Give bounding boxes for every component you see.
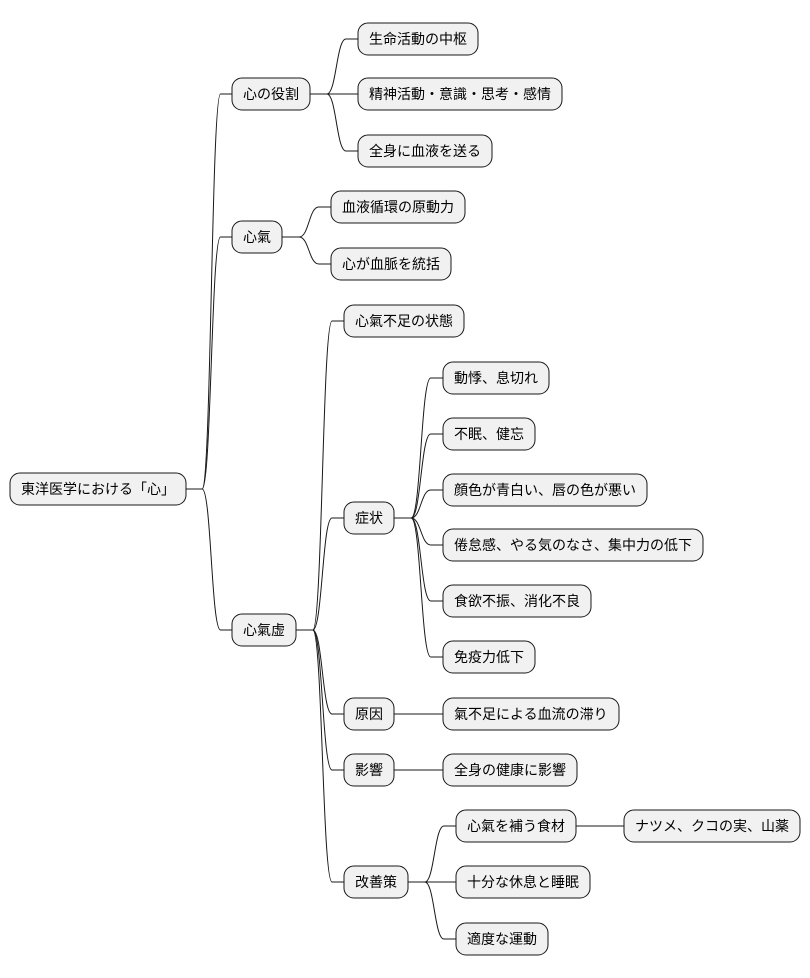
node-label: 食欲不振、消化不良 xyxy=(454,593,580,610)
node-kyo-state: 心氣不足の状態 xyxy=(343,304,465,338)
edge-shinki-shinki-1 xyxy=(282,206,331,238)
node-box xyxy=(343,697,395,731)
node-box xyxy=(442,640,536,674)
node-kyo-cause: 原因 xyxy=(343,697,395,731)
node-box xyxy=(330,190,466,224)
node-box xyxy=(442,473,648,507)
edge-kyo-remedy-remedy-3 xyxy=(408,881,456,940)
node-kyo-effect: 影響 xyxy=(343,753,395,787)
node-remedy-2: 十分な休息と睡眠 xyxy=(455,865,591,899)
node-box xyxy=(343,304,465,338)
node-label: 不眠、健忘 xyxy=(454,427,524,443)
node-box xyxy=(357,134,493,168)
node-box xyxy=(455,809,577,843)
node-label: 原因 xyxy=(355,707,383,723)
node-box xyxy=(442,417,536,451)
edge-kyo-remedy-remedy-1 xyxy=(408,825,456,883)
node-label: 心氣を補う食材 xyxy=(467,818,565,835)
node-label: 改善策 xyxy=(355,874,397,891)
edge-kyo-symptoms-sym-2 xyxy=(394,433,443,519)
node-box xyxy=(357,77,563,111)
node-label: 精神活動・意識・思考・感情 xyxy=(369,86,551,103)
node-role-1: 生命活動の中枢 xyxy=(357,22,479,56)
node-box xyxy=(343,753,395,787)
node-sym-2: 不眠、健忘 xyxy=(442,417,536,451)
node-box xyxy=(231,77,311,111)
node-sym-4: 倦怠感、やる気のなさ、集中力の低下 xyxy=(442,528,704,562)
node-label: 全身に血液を送る xyxy=(369,143,481,160)
node-label: 生命活動の中枢 xyxy=(369,31,467,48)
node-box xyxy=(343,501,395,535)
node-cause-1: 氣不足による血流の滞り xyxy=(442,697,620,731)
node-label: 心が血脈を統括 xyxy=(342,257,440,273)
edge-kyo-kyo-remedy xyxy=(296,629,344,883)
node-label: 東洋医学における「心」 xyxy=(21,482,175,498)
node-kyo-remedy: 改善策 xyxy=(343,865,409,899)
node-kyo-symptoms: 症状 xyxy=(343,501,395,535)
node-box xyxy=(455,865,591,899)
node-root: 東洋医学における「心」 xyxy=(9,472,187,506)
node-kyo: 心氣虚 xyxy=(231,613,297,647)
node-remedy-3: 適度な運動 xyxy=(455,922,549,956)
node-role-3: 全身に血液を送る xyxy=(357,134,493,168)
edge-root-kyo xyxy=(186,488,232,631)
node-food-1: ナツメ、クコの実、山薬 xyxy=(623,809,801,843)
node-box xyxy=(231,613,297,647)
node-effect-1: 全身の健康に影響 xyxy=(442,753,578,787)
node-label: 全身の健康に影響 xyxy=(454,762,566,779)
node-label: 影響 xyxy=(355,762,383,779)
node-box xyxy=(455,922,549,956)
node-label: ナツメ、クコの実、山薬 xyxy=(635,819,789,835)
node-role: 心の役割 xyxy=(231,77,311,111)
node-label: 倦怠感、やる気のなさ、集中力の低下 xyxy=(454,537,692,554)
node-sym-1: 動悸、息切れ xyxy=(442,361,550,395)
edge-kyo-kyo-symptoms xyxy=(296,517,344,631)
node-label: 氣不足による血流の滞り xyxy=(454,707,608,723)
node-label: 心氣不足の状態 xyxy=(355,314,453,330)
node-shinki: 心氣 xyxy=(231,220,283,254)
edge-role-role-1 xyxy=(310,38,358,95)
node-box xyxy=(357,22,479,56)
node-remedy-1: 心氣を補う食材 xyxy=(455,809,577,843)
node-shinki-2: 心が血脈を統括 xyxy=(330,247,452,281)
edge-kyo-kyo-state xyxy=(296,320,344,631)
node-label: 症状 xyxy=(355,511,383,527)
mind-map-edges xyxy=(186,38,624,940)
node-label: 適度な運動 xyxy=(467,931,537,948)
node-box xyxy=(442,584,592,618)
node-label: 心氣虚 xyxy=(243,623,285,639)
node-box xyxy=(231,220,283,254)
node-box xyxy=(9,472,187,506)
node-label: 顔色が青白い、唇の色が悪い xyxy=(454,482,636,499)
edge-kyo-symptoms-sym-1 xyxy=(394,377,443,519)
node-box xyxy=(623,809,801,843)
node-box xyxy=(442,528,704,562)
edge-root-shinki xyxy=(186,236,232,490)
node-box xyxy=(442,361,550,395)
node-label: 心の役割 xyxy=(243,86,299,103)
edge-kyo-symptoms-sym-6 xyxy=(394,517,443,658)
edge-root-role xyxy=(186,93,232,490)
node-box xyxy=(442,697,620,731)
edge-role-role-3 xyxy=(310,93,358,152)
node-label: 免疫力低下 xyxy=(454,650,524,666)
node-sym-6: 免疫力低下 xyxy=(442,640,536,674)
node-shinki-1: 血液循環の原動力 xyxy=(330,190,466,224)
node-label: 十分な休息と睡眠 xyxy=(467,874,579,891)
node-role-2: 精神活動・意識・思考・感情 xyxy=(357,77,563,111)
node-label: 心氣 xyxy=(243,230,271,246)
node-label: 血液循環の原動力 xyxy=(342,200,454,216)
node-box xyxy=(330,247,452,281)
node-box xyxy=(442,753,578,787)
mind-map-nodes: 東洋医学における「心」 心の役割 生命活動の中枢精神活動・意識・思考・感情全身に血液… xyxy=(9,22,801,956)
node-box xyxy=(343,865,409,899)
node-sym-3: 顔色が青白い、唇の色が悪い xyxy=(442,473,648,507)
node-sym-5: 食欲不振、消化不良 xyxy=(442,584,592,618)
edge-shinki-shinki-2 xyxy=(282,236,331,265)
node-label: 動悸、息切れ xyxy=(454,370,538,387)
